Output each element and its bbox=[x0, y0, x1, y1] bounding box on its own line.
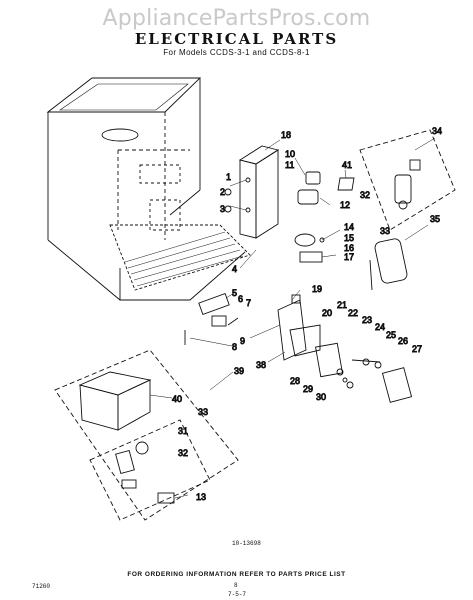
callout-14: 14 bbox=[344, 222, 354, 232]
callout-23: 23 bbox=[362, 315, 372, 325]
page-subtitle: For Models CCDS-3-1 and CCDS-8-1 bbox=[163, 48, 310, 57]
callout-40: 40 bbox=[172, 394, 182, 404]
left-code: 71260 bbox=[32, 583, 51, 590]
callout-13: 13 bbox=[196, 492, 206, 502]
callout-27: 27 bbox=[412, 344, 422, 354]
kit-35-parts bbox=[394, 159, 421, 210]
callout-10: 10 bbox=[285, 149, 295, 159]
callout-38: 38 bbox=[256, 360, 266, 370]
kit-34-frame bbox=[89, 419, 211, 521]
date-code: 7-5-7 bbox=[228, 591, 247, 598]
callout-9: 9 bbox=[240, 336, 245, 346]
callout-25: 25 bbox=[386, 330, 396, 340]
callout-5: 5 bbox=[232, 288, 237, 298]
leader-lines bbox=[149, 137, 436, 499]
callout-3: 3 bbox=[220, 204, 225, 214]
page-number: 8 bbox=[234, 582, 238, 589]
callout-8: 8 bbox=[232, 342, 237, 352]
part-41 bbox=[337, 177, 355, 191]
page-title: ELECTRICAL PARTS bbox=[134, 30, 339, 48]
relay-21 bbox=[315, 342, 344, 378]
callout-29: 29 bbox=[303, 384, 313, 394]
callout-39: 39 bbox=[234, 366, 244, 376]
switch-assembly bbox=[224, 171, 321, 213]
callout-26: 26 bbox=[398, 336, 408, 346]
callout-34: 33 bbox=[198, 407, 208, 417]
callout-30: 30 bbox=[316, 392, 326, 402]
cabinet-body bbox=[46, 77, 251, 301]
callout-32-upper: 32 bbox=[360, 190, 370, 200]
callout-24: 24 bbox=[375, 322, 385, 332]
capacitor-36 bbox=[369, 238, 408, 291]
callout-35: 34 bbox=[432, 126, 442, 136]
callout-32-lower: 32 bbox=[178, 448, 188, 458]
control-housing bbox=[238, 145, 280, 239]
callout-22: 22 bbox=[348, 308, 358, 318]
kit-34-parts bbox=[115, 441, 175, 504]
callout-1: 1 bbox=[226, 172, 231, 182]
callout-16: 16 bbox=[344, 243, 354, 253]
callout-7: 7 bbox=[246, 298, 251, 308]
callout-2: 2 bbox=[220, 187, 225, 197]
callout-11: 11 bbox=[285, 160, 294, 170]
callout-labels: 18 10 11 1 2 3 12 41 34 32 33 35 14 15 1… bbox=[172, 126, 443, 503]
callout-31: 31 bbox=[178, 426, 188, 436]
terminal-block bbox=[294, 233, 325, 263]
callout-20: 20 bbox=[322, 308, 332, 318]
callout-18: 18 bbox=[281, 130, 291, 140]
kit-39-frame bbox=[54, 349, 239, 521]
callout-19: 19 bbox=[312, 284, 322, 294]
screws-22-27 bbox=[342, 358, 413, 403]
kit-35-frame bbox=[359, 129, 456, 231]
switch-part-5-8 bbox=[184, 292, 239, 345]
callout-12: 12 bbox=[340, 200, 350, 210]
callout-28: 28 bbox=[290, 376, 300, 386]
bracket-19-20 bbox=[277, 294, 321, 361]
callout-21: 21 bbox=[337, 300, 347, 310]
callout-4: 4 bbox=[232, 264, 237, 274]
callout-41: 41 bbox=[342, 160, 352, 170]
callout-17: 17 bbox=[344, 252, 354, 262]
callout-33: 33 bbox=[380, 226, 390, 236]
callout-15: 15 bbox=[344, 233, 354, 243]
callout-36: 35 bbox=[430, 214, 440, 224]
cover-40 bbox=[78, 371, 152, 431]
callout-6: 6 bbox=[238, 294, 243, 304]
ordering-note: FOR ORDERING INFORMATION REFER TO PARTS … bbox=[127, 571, 346, 578]
watermark: AppliancePartsPros.com bbox=[102, 6, 371, 31]
drawing-number: 10-13698 bbox=[232, 540, 261, 547]
